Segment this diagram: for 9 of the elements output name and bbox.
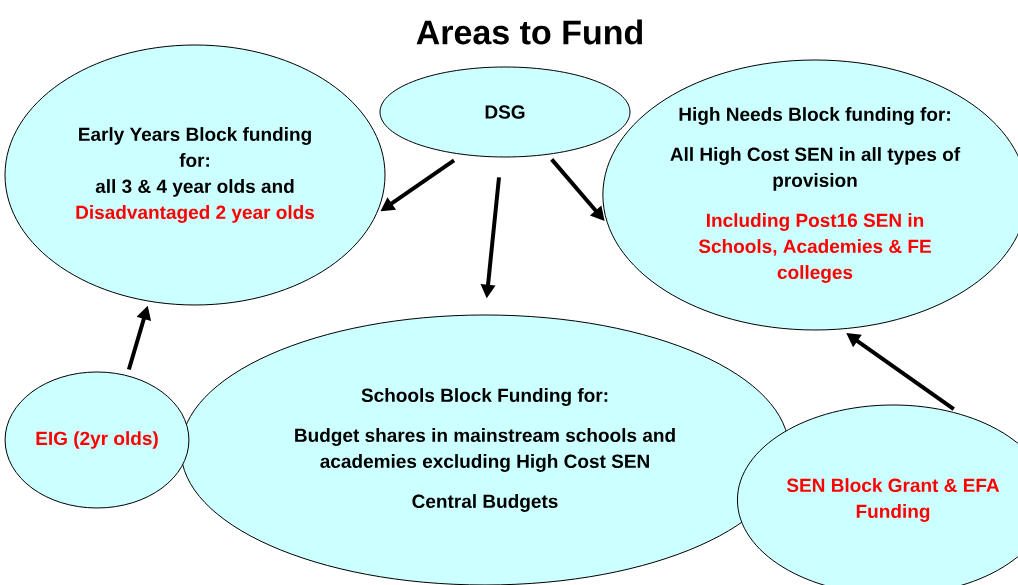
ellipse-node: DSG bbox=[379, 66, 631, 158]
ellipse-node: SEN Block Grant & EFA Funding bbox=[736, 404, 1018, 585]
node-label: Budget shares in mainstream schools and academies excluding High Cost SEN bbox=[295, 428, 675, 472]
ellipse-node: EIG (2yr olds) bbox=[4, 371, 190, 509]
node-label: Central Budgets bbox=[412, 494, 558, 512]
ellipse-node: High Needs Block funding for: All High Cost SEN in all types of provision Including Post16 SEN in Schools, Academies & FE colleges bbox=[602, 59, 1018, 331]
node-label: Schools Block Funding for: bbox=[361, 388, 608, 406]
ellipse-node: Early Years Block funding for: all 3 & 4 year olds and Disadvantaged 2 year olds bbox=[4, 44, 386, 306]
title: Areas to Fund bbox=[416, 19, 642, 45]
